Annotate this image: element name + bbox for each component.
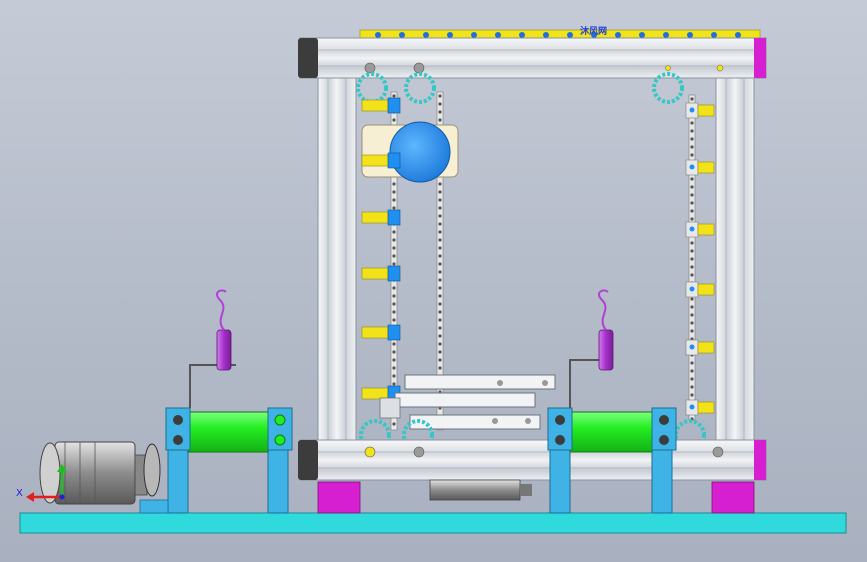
left-drive-motor xyxy=(39,441,169,514)
axis-x-label: X xyxy=(16,488,23,499)
bottom-right-end-cap xyxy=(754,440,766,480)
top-right-sprocket xyxy=(652,72,684,104)
top-fixture-row xyxy=(359,29,761,41)
right-frame-post xyxy=(715,77,755,441)
bottom-left-end-cap xyxy=(298,440,318,480)
spool-plate xyxy=(361,121,459,183)
right-cylinder-assembly xyxy=(547,289,677,514)
axis-triad: X xyxy=(16,464,67,502)
left-frame-post xyxy=(317,77,357,441)
blue-spool-wheel xyxy=(389,121,451,183)
magenta-feet xyxy=(317,481,755,514)
inner-pneumatic-cylinders xyxy=(379,374,556,430)
bottom-frame-profile xyxy=(298,439,767,481)
right-purple-handle xyxy=(598,329,614,371)
left-cylinder-assembly xyxy=(165,289,293,514)
right-clamp-column xyxy=(685,102,715,416)
left-purple-handle xyxy=(216,329,232,371)
left-clamp-column xyxy=(361,97,401,402)
top-right-end-cap xyxy=(754,38,766,78)
top-left-end-cap xyxy=(298,38,318,78)
base-plate xyxy=(19,512,847,534)
bottom-motor xyxy=(429,479,532,501)
top-frame-profile xyxy=(298,37,767,79)
logo-watermark: 沐风网 xyxy=(580,25,607,37)
